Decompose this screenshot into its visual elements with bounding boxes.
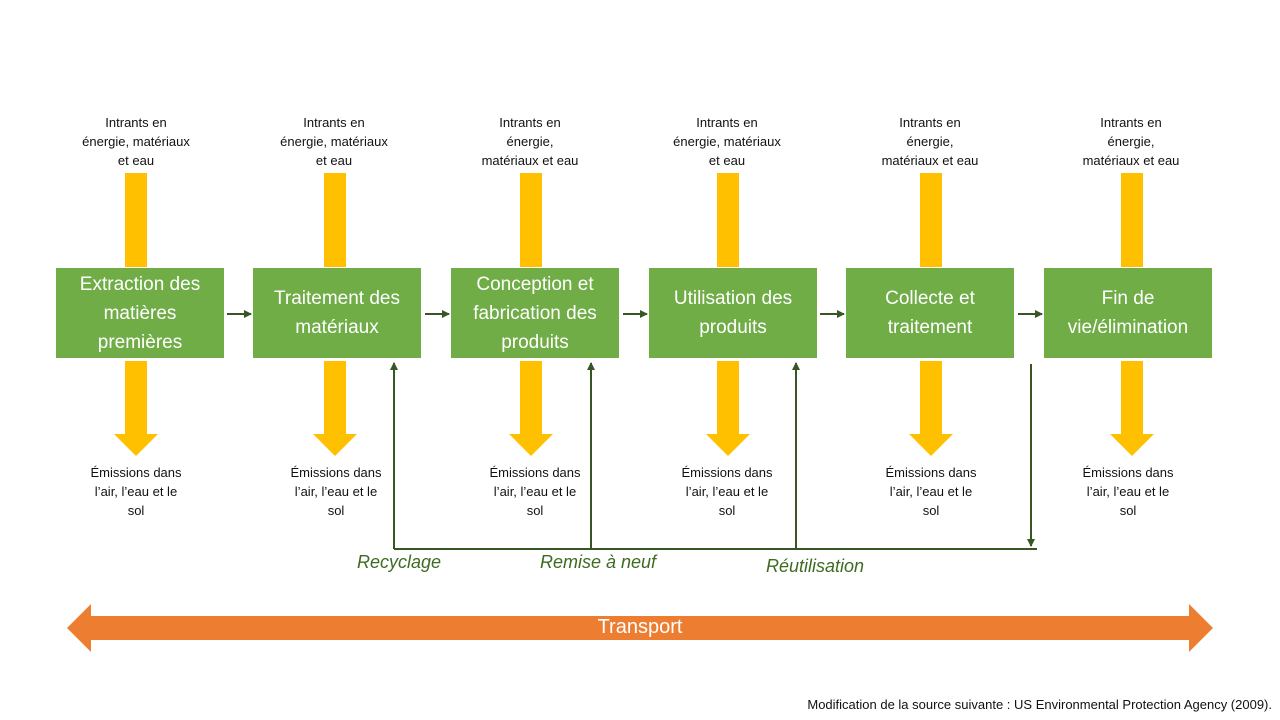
input-arrow-5: [920, 173, 942, 267]
input-label-6: Intrants en énergie, matériaux et eau: [1082, 115, 1180, 168]
emission-arrow-3: [509, 361, 553, 456]
emission-arrow-1: [114, 361, 158, 456]
emission-label-2: Émissions dans l’air, l’eau et le sol: [290, 465, 382, 518]
input-arrow-4: [717, 173, 739, 267]
reuse-label: Réutilisation: [766, 556, 865, 576]
stage-box-extraction: Extraction des matières premières: [56, 268, 224, 358]
emission-label-4: Émissions dans l’air, l’eau et le sol: [681, 465, 773, 518]
transport-label: Transport: [597, 616, 683, 638]
input-label-2: Intrants en énergie, matériaux et eau: [280, 115, 388, 168]
refurbish-label: Remise à neuf: [540, 552, 657, 572]
emission-label-6: Émissions dans l’air, l’eau et le sol: [1082, 465, 1174, 518]
source-note: Modification de la source suivante : US …: [807, 697, 1272, 712]
emission-arrow-5: [909, 361, 953, 456]
input-label-5: Intrants en énergie, matériaux et eau: [881, 115, 979, 168]
input-arrow-1: [125, 173, 147, 267]
input-arrow-3: [520, 173, 542, 267]
stage-box-processing: Traitement des matériaux: [253, 268, 421, 358]
emission-label-3: Émissions dans l’air, l’eau et le sol: [489, 465, 581, 518]
input-arrow-6: [1121, 173, 1143, 267]
stage-box-manufacturing: Conception et fabrication des produits: [451, 268, 619, 358]
input-label-3: Intrants en énergie, matériaux et eau: [481, 115, 579, 168]
input-label-4: Intrants en énergie, matériaux et eau: [673, 115, 781, 168]
emission-arrow-4: [706, 361, 750, 456]
stage-box-use: Utilisation des produits: [649, 268, 817, 358]
emission-arrow-6: [1110, 361, 1154, 456]
emission-label-1: Émissions dans l’air, l’eau et le sol: [90, 465, 182, 518]
stage-box-end-of-life: Fin de vie/élimination: [1044, 268, 1212, 358]
emission-label-5: Émissions dans l’air, l’eau et le sol: [885, 465, 977, 518]
input-label-1: Intrants en énergie, matériaux et eau: [82, 115, 190, 168]
emission-arrow-2: [313, 361, 357, 456]
recycling-label: Recyclage: [357, 552, 442, 572]
input-arrow-2: [324, 173, 346, 267]
transport-arrow: [67, 604, 1213, 652]
stage-box-collection: Collecte et traitement: [846, 268, 1014, 358]
